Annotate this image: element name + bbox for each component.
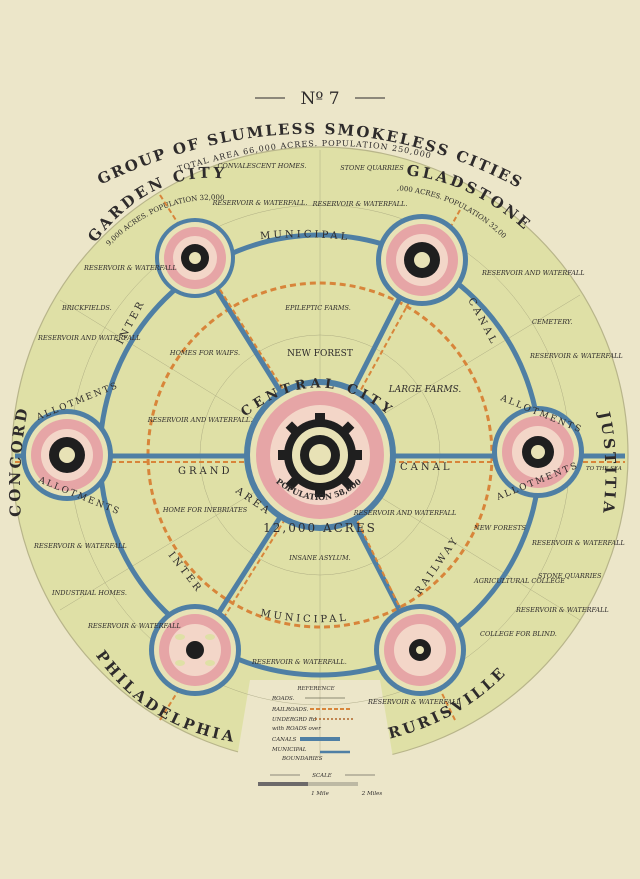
label-agricultural-college: AGRICULTURAL COLLEGE xyxy=(473,577,565,585)
satellite-concord xyxy=(21,409,113,501)
label-reservoir-gc: RESERVOIR & WATERFALL. xyxy=(212,199,308,207)
label-reservoir-right-1: RESERVOIR AND WATERFALL xyxy=(481,269,585,277)
label-brickfields: BRICKFIELDS. xyxy=(61,304,112,312)
label-new-forests: NEW FORESTS xyxy=(473,524,526,532)
label-reservoir-inner: RESERVOIR AND WATERFALL xyxy=(353,509,457,517)
label-college-blind: COLLEGE FOR BLIND. xyxy=(480,630,557,638)
label-reservoir-left-2: RESERVOIR AND WATERFALL xyxy=(37,334,141,342)
label-large-farms: LARGE FARMS. xyxy=(388,385,462,395)
legend-underground-label: UNDERGRD Rd xyxy=(272,717,317,723)
label-reservoir-rv-2: RESERVOIR & WATERFALL xyxy=(515,606,609,614)
canal-mid-label: CANAL xyxy=(400,462,453,473)
label-reservoir-left-3: RESERVOIR & WATERFALL xyxy=(33,542,127,550)
satellite-rurisville xyxy=(374,604,466,696)
legend-title: REFERENCE xyxy=(296,686,334,692)
legend-underground-label-2: with ROADS over xyxy=(272,726,321,732)
label-homes-waifs: HOMES FOR WAIFS. xyxy=(169,349,240,357)
satellite-philadelphia xyxy=(149,604,241,696)
label-reservoir-ph: RESERVOIR & WATERFALL xyxy=(87,622,181,630)
scale-bar-2 xyxy=(308,782,358,786)
label-reservoir-rv: RESERVOIR & WATERFALL xyxy=(367,698,461,706)
label-reservoir-ph-2: RESERVOIR & WATERFALL. xyxy=(251,658,347,666)
label-insane-asylum: INSANE ASYLUM. xyxy=(288,554,351,562)
grand-label: GRAND xyxy=(178,466,233,477)
label-reservoir-center: RESERVOIR AND WATERFALL. xyxy=(147,416,253,424)
label-convalescent-homes: CONVALESCENT HOMES. xyxy=(218,162,307,170)
map-number: Nº 7 xyxy=(300,89,339,109)
scale-bar-1 xyxy=(258,782,308,786)
legend-boundaries-label: BOUNDARIES xyxy=(281,756,323,762)
label-reservoir-left-1: RESERVOIR & WATERFALL xyxy=(83,264,177,272)
scale-title: SCALE xyxy=(312,773,332,779)
legend-railroads-label: RAILROADS. xyxy=(271,707,309,713)
scale-2-miles: 2 Miles xyxy=(361,791,383,797)
label-reservoir-right-2: RESERVOIR & WATERFALL xyxy=(529,352,623,360)
legend-canals-label: CANALS xyxy=(272,737,297,743)
label-stone-quarries-top: STONE QUARRIES xyxy=(340,164,404,172)
label-stone-quarries-right: STONE QUARRIES xyxy=(538,572,602,580)
central-city xyxy=(244,379,396,531)
label-cemetery: CEMETERY. xyxy=(532,318,572,326)
satellite-justitia xyxy=(492,406,584,498)
legend-roads-label: ROADS. xyxy=(271,696,295,702)
legend-municipal-label: MUNICIPAL xyxy=(271,747,307,753)
legend: REFERENCE ROADS. RAILROADS. UNDERGRD Rd … xyxy=(258,686,382,797)
satellite-gladstone xyxy=(376,214,468,306)
label-industrial-homes: INDUSTRIAL HOMES. xyxy=(51,589,127,597)
label-reservoir-gl: RESERVOIR & WATERFALL. xyxy=(312,200,408,208)
scale-1-mile: 1 Mile xyxy=(311,791,329,797)
concord-name: CONCORD xyxy=(6,404,32,517)
label-home-inebriates: HOME FOR INEBRIATES xyxy=(162,506,248,514)
municipal-top-label: MUNICIPAL xyxy=(260,229,351,243)
central-city-acres: 12,000 ACRES xyxy=(263,521,377,535)
satellite-garden-city xyxy=(155,218,235,298)
label-new-forest: NEW FOREST xyxy=(287,349,353,359)
label-epileptic-farms: EPILEPTIC FARMS. xyxy=(284,304,351,312)
to-the-sea-label: TO THE SEA xyxy=(586,466,622,472)
label-reservoir-right-3: RESERVOIR & WATERFALL xyxy=(531,539,625,547)
